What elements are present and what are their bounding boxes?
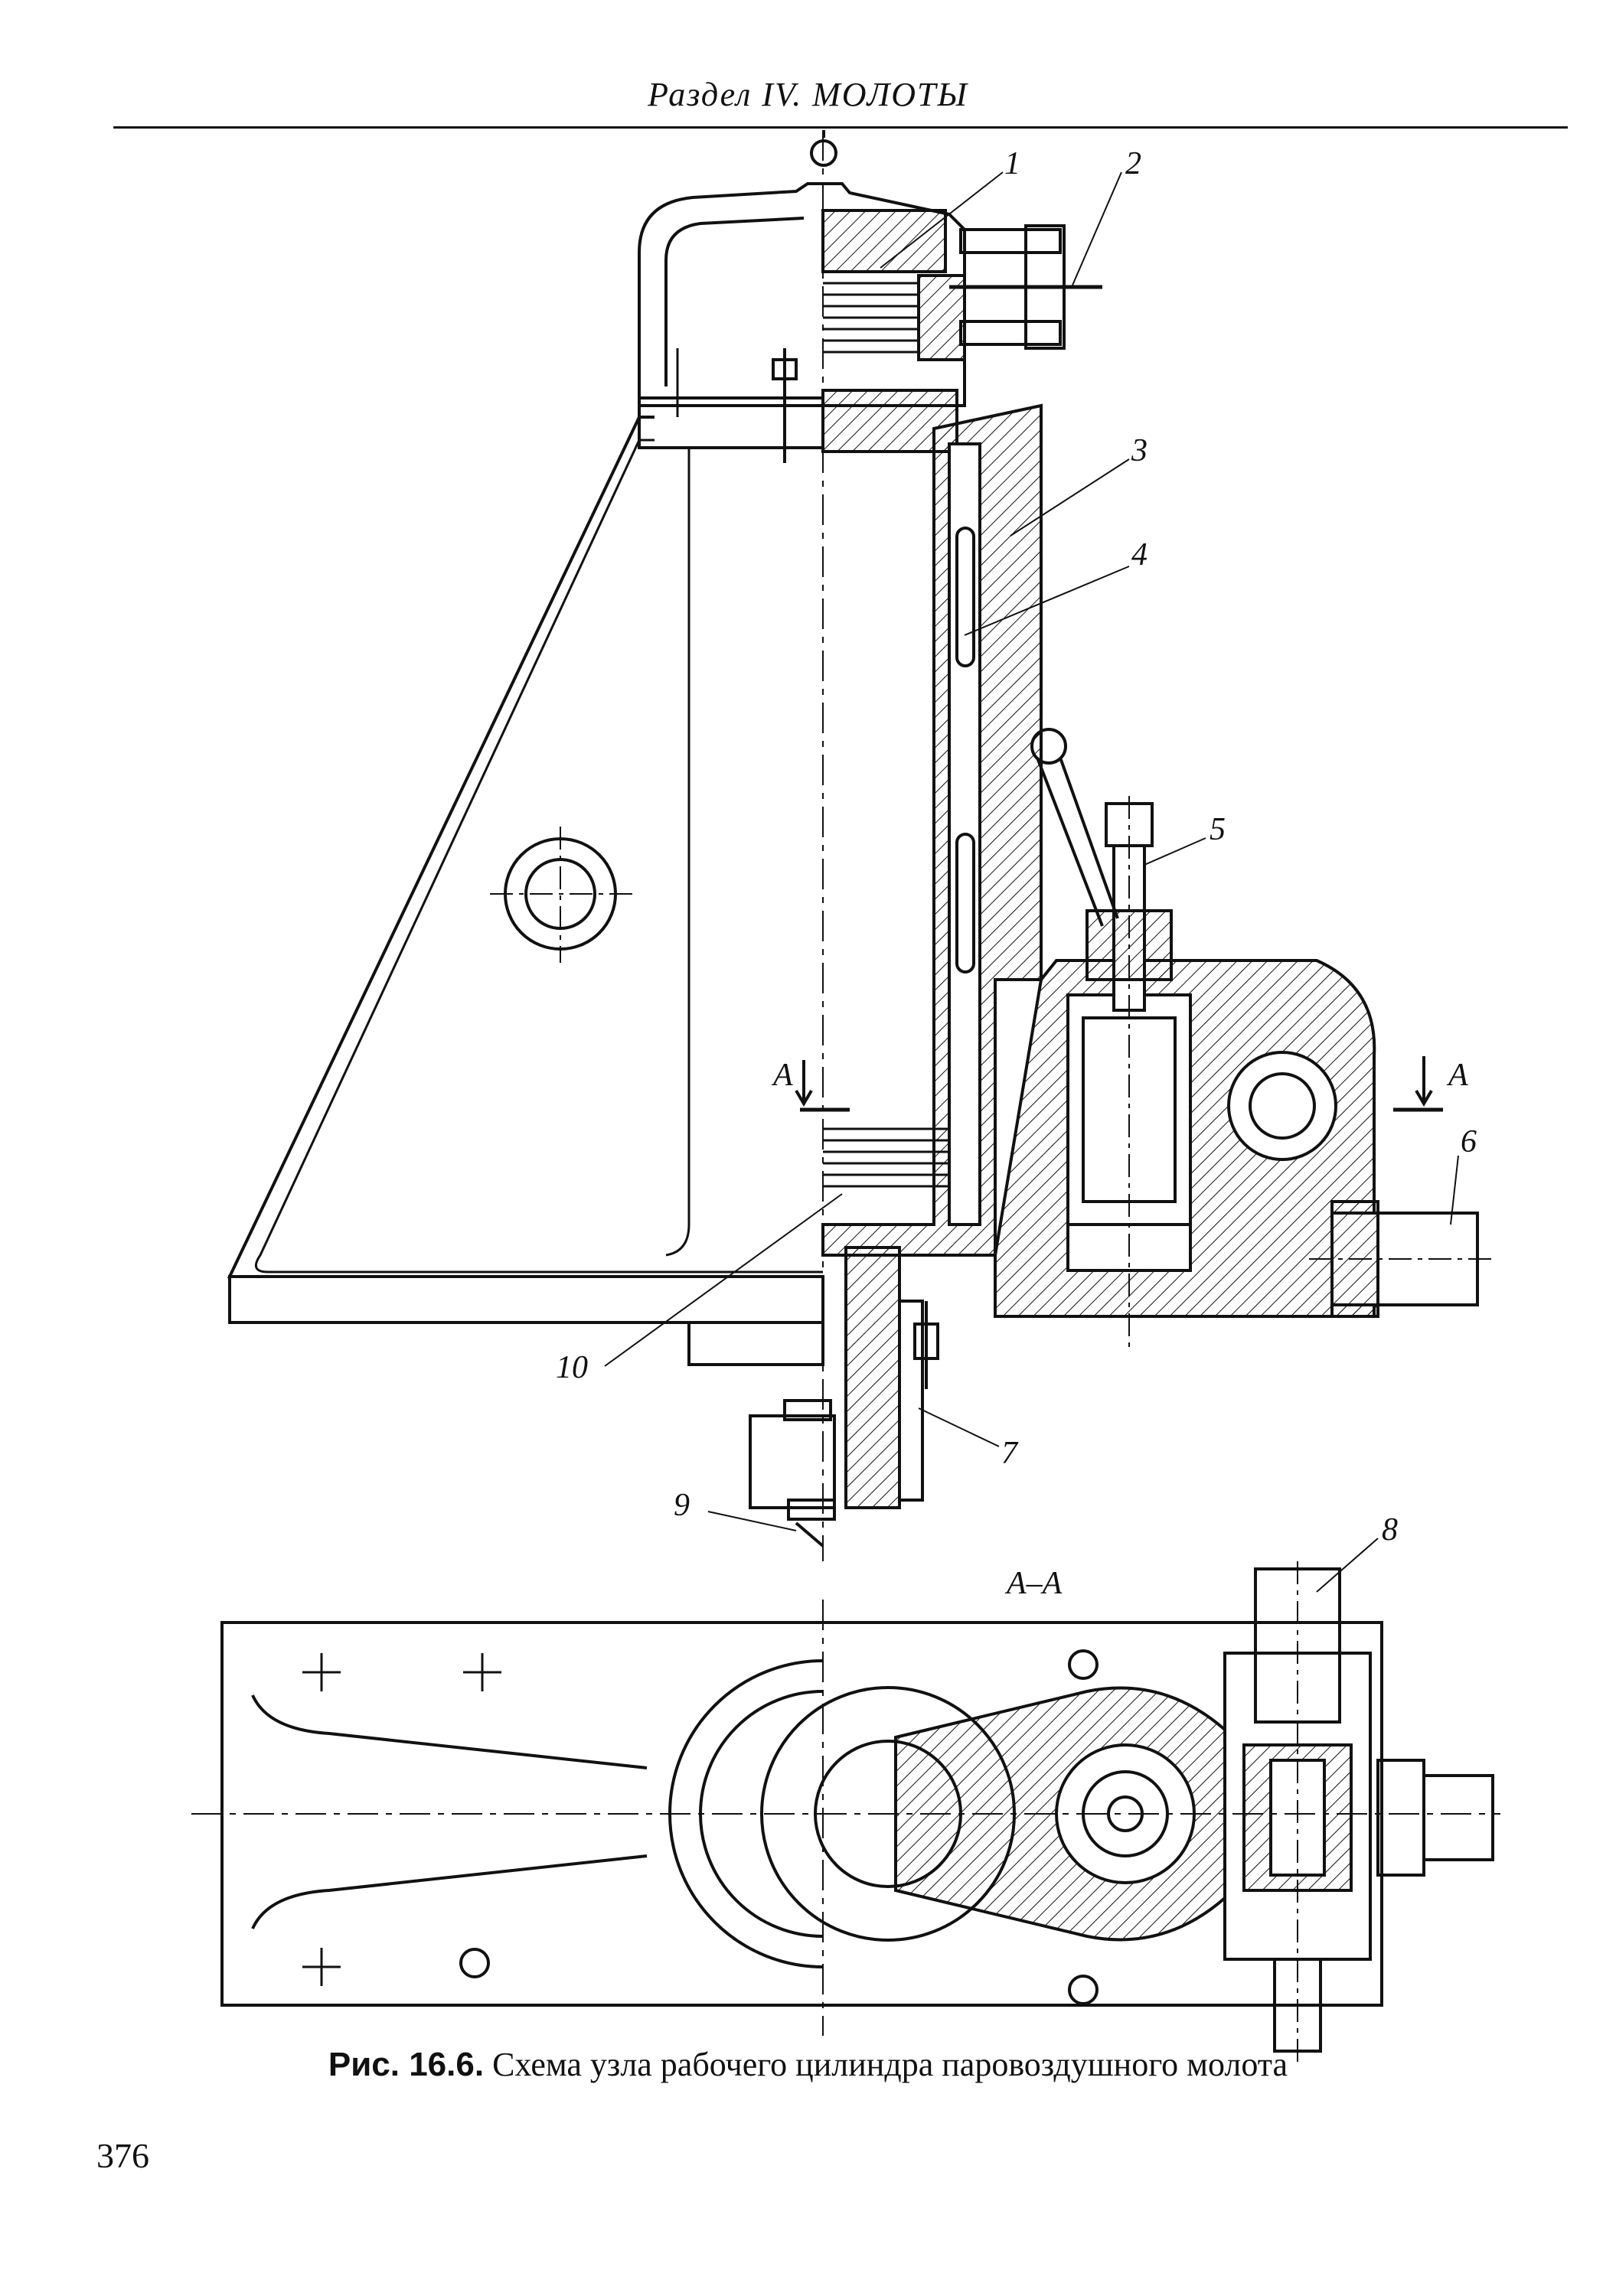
clamp-9 — [749, 1414, 836, 1509]
section-a-a-plan — [191, 1561, 1500, 2066]
section-mark-left: A — [771, 1058, 793, 1093]
throttle-valve — [1227, 1051, 1337, 1161]
callout-2: 2 — [1125, 146, 1141, 181]
cylinder-cover — [638, 182, 966, 407]
callout-8: 8 — [1382, 1512, 1398, 1548]
header-rule — [113, 126, 1568, 129]
cylinder-flange-plan — [668, 1659, 824, 1968]
hole-marks — [302, 1653, 501, 1986]
callout-3: 3 — [1131, 433, 1148, 468]
cylinder-fins — [823, 282, 919, 354]
callout-7: 7 — [1001, 1436, 1019, 1471]
lever-eye — [1030, 728, 1067, 765]
callout-6: 6 — [1461, 1124, 1477, 1159]
frame-base — [228, 1275, 824, 1324]
cover-section — [821, 209, 947, 273]
callout-10: 10 — [556, 1350, 588, 1385]
running-head: Раздел IV. МОЛОТЫ — [648, 76, 968, 113]
upper-elevation — [227, 130, 1493, 1593]
figure-caption: Рис. 16.6. Схема узла рабочего цилиндра … — [0, 2045, 1616, 2084]
page-number: 376 — [96, 2136, 149, 2175]
callout-4: 4 — [1131, 537, 1148, 572]
section-title: A–A — [1004, 1566, 1063, 1601]
bolt-upper — [959, 228, 1062, 254]
callout-5: 5 — [1210, 812, 1226, 847]
callout-9: 9 — [674, 1488, 690, 1523]
section-mark-right: A — [1446, 1058, 1468, 1093]
steam-channel-4 — [955, 527, 975, 667]
piston-rings-10 — [823, 1127, 949, 1188]
caption-text: Схема узла рабочего цилиндра паровоздушн… — [484, 2046, 1288, 2083]
leader-lines — [604, 171, 1459, 1593]
callout-1: 1 — [1004, 146, 1020, 181]
caption-number: Рис. 16.6. — [328, 2046, 485, 2083]
guide-bush-7 — [844, 1246, 901, 1509]
valve-chamber — [1066, 993, 1192, 1226]
frame-column — [227, 416, 823, 1278]
